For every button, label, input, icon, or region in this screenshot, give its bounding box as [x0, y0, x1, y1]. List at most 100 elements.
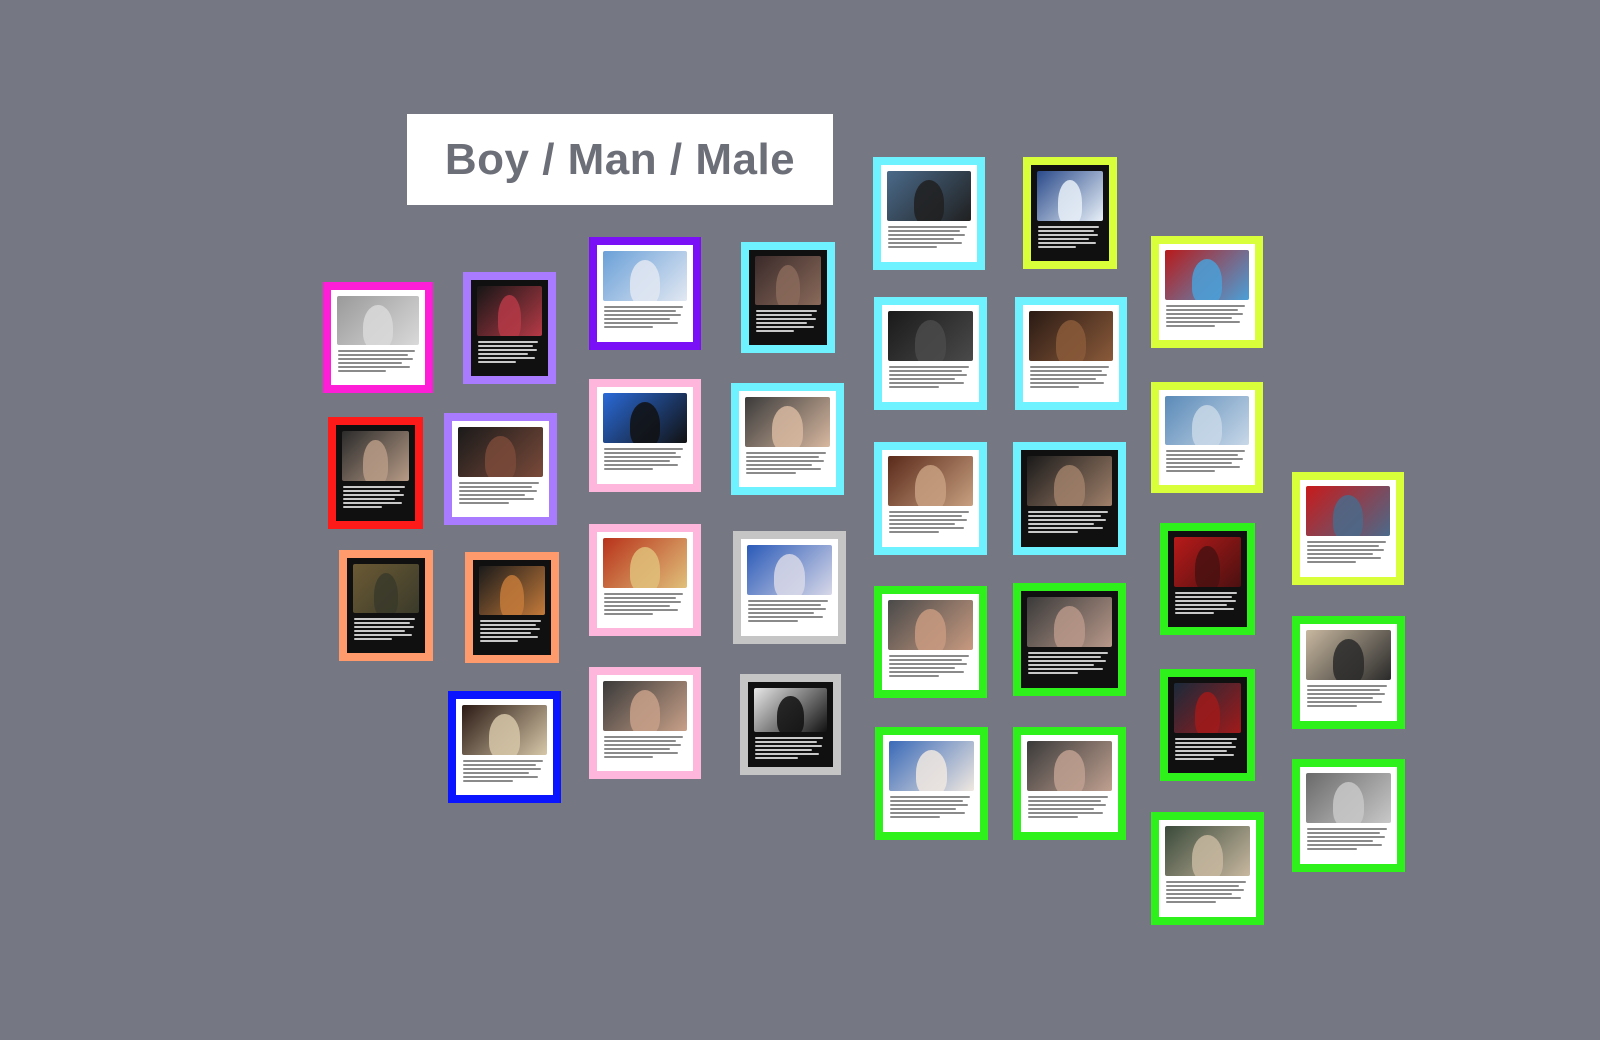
card-thumbnail: [1306, 630, 1391, 681]
caption-line: [1166, 897, 1241, 900]
caption-line: [343, 493, 405, 496]
caption-line: [604, 592, 683, 595]
image-card[interactable]: [589, 237, 701, 350]
image-card[interactable]: [328, 417, 423, 529]
image-card[interactable]: [1015, 297, 1127, 410]
caption-line: [1307, 545, 1380, 548]
image-card[interactable]: [589, 667, 701, 779]
card-caption-text: [1166, 881, 1249, 912]
caption-line: [889, 382, 964, 385]
card-thumbnail: [477, 286, 542, 336]
image-card[interactable]: [1292, 616, 1405, 729]
caption-line: [1166, 316, 1232, 319]
person-silhouette-icon: [629, 546, 661, 588]
caption-line: [746, 463, 813, 466]
card-caption-text: [1307, 828, 1390, 859]
image-card[interactable]: [339, 550, 433, 661]
card-thumbnail: [889, 741, 974, 792]
card-content: [1021, 450, 1118, 547]
caption-line: [889, 366, 969, 369]
image-card[interactable]: [589, 379, 701, 492]
caption-line: [1166, 466, 1240, 469]
caption-line: [1175, 753, 1234, 756]
board-title-card[interactable]: Boy / Man / Male: [407, 114, 833, 205]
image-card[interactable]: [465, 552, 559, 663]
caption-line: [1028, 668, 1103, 671]
image-card[interactable]: [1151, 236, 1263, 348]
person-silhouette-icon: [363, 304, 393, 346]
card-content: [456, 699, 553, 795]
image-card[interactable]: [448, 691, 561, 803]
person-silhouette-icon: [1195, 691, 1220, 733]
image-card[interactable]: [1013, 727, 1126, 840]
card-content: [336, 425, 415, 521]
caption-line: [343, 505, 382, 508]
image-card[interactable]: [740, 674, 841, 775]
image-card[interactable]: [1160, 669, 1255, 781]
person-silhouette-icon: [1191, 404, 1223, 446]
caption-line: [1028, 672, 1078, 675]
caption-line: [1038, 237, 1090, 240]
caption-line: [1307, 832, 1381, 835]
caption-line: [604, 468, 654, 471]
card-thumbnail: [1165, 396, 1249, 446]
caption-line: [338, 362, 402, 365]
image-card[interactable]: [875, 727, 988, 840]
person-silhouette-icon: [1054, 465, 1085, 507]
image-card[interactable]: [589, 524, 701, 636]
caption-line: [459, 481, 539, 484]
caption-line: [343, 501, 402, 504]
card-caption-text: [889, 366, 972, 397]
image-card[interactable]: [1013, 442, 1126, 555]
image-card[interactable]: [444, 413, 557, 525]
image-card[interactable]: [733, 531, 846, 644]
caption-line: [1028, 652, 1108, 655]
caption-line: [748, 604, 822, 607]
card-content: [597, 245, 693, 342]
person-silhouette-icon: [1054, 606, 1085, 648]
image-card[interactable]: [1023, 157, 1117, 269]
image-card[interactable]: [874, 442, 987, 555]
card-content: [347, 558, 425, 653]
image-card[interactable]: [1151, 812, 1264, 925]
image-card[interactable]: [1160, 523, 1255, 635]
card-content: [883, 735, 980, 832]
caption-line: [1307, 844, 1382, 847]
image-card[interactable]: [1151, 382, 1263, 493]
image-card[interactable]: [463, 272, 556, 384]
card-caption-text: [1030, 366, 1112, 397]
image-card[interactable]: [874, 297, 987, 410]
image-card[interactable]: [873, 157, 985, 270]
caption-line: [756, 314, 813, 317]
image-card[interactable]: [731, 383, 844, 495]
caption-line: [889, 527, 964, 530]
card-thumbnail: [747, 545, 832, 596]
image-card[interactable]: [741, 242, 835, 353]
caption-line: [459, 493, 526, 496]
image-card[interactable]: [323, 282, 433, 393]
caption-line: [1028, 515, 1102, 518]
caption-line: [604, 612, 654, 615]
caption-line: [888, 234, 966, 237]
image-card[interactable]: [1013, 583, 1126, 696]
card-caption-text: [748, 600, 831, 631]
caption-line: [354, 634, 412, 637]
caption-line: [604, 743, 682, 746]
caption-line: [755, 737, 824, 740]
caption-line: [459, 485, 533, 488]
card-caption-text: [604, 735, 686, 766]
caption-line: [463, 767, 542, 770]
caption-line: [338, 358, 414, 361]
caption-line: [746, 471, 796, 474]
image-card[interactable]: [1292, 472, 1404, 585]
caption-line: [604, 751, 678, 754]
caption-line: [1166, 901, 1216, 904]
image-card[interactable]: [1292, 759, 1405, 872]
image-card[interactable]: [874, 586, 987, 698]
card-content: [473, 560, 551, 655]
caption-line: [338, 366, 410, 369]
caption-line: [604, 326, 654, 329]
card-caption-text: [889, 511, 972, 542]
caption-line: [756, 310, 818, 313]
